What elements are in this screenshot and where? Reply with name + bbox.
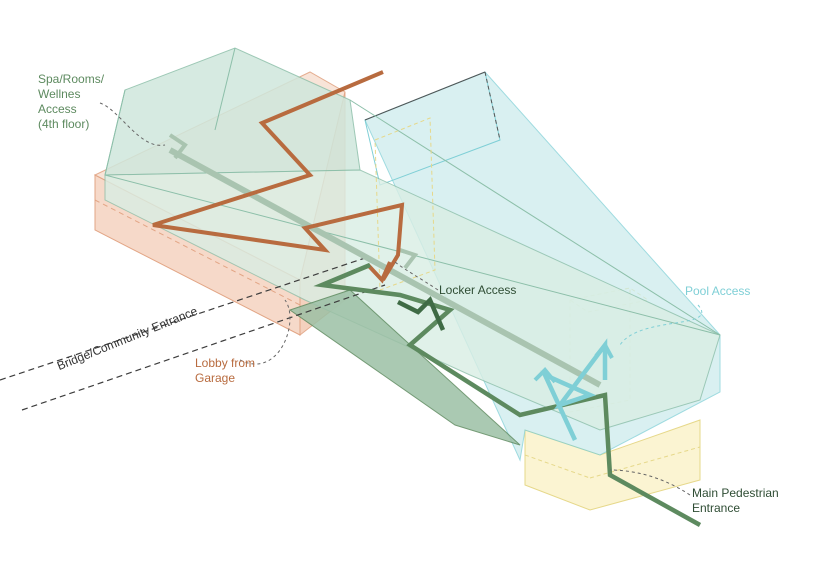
- label-lobby-garage: Lobby from Garage: [195, 356, 255, 386]
- label-main-entrance: Main Pedestrian Entrance: [692, 486, 779, 516]
- label-pool-access: Pool Access: [685, 284, 750, 299]
- label-locker-access: Locker Access: [439, 283, 516, 298]
- label-spa-access: Spa/Rooms/ Wellnes Access (4th floor): [38, 72, 104, 132]
